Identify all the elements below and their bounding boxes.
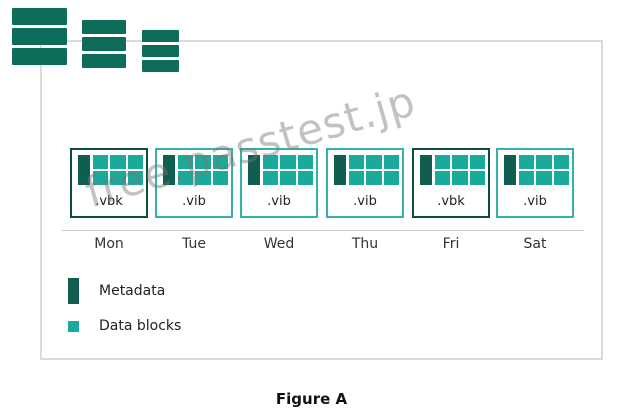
backup-file-extension: .vbk [437,194,465,209]
backup-file-wed: .vib [240,148,318,218]
metadata-block [163,155,175,185]
data-blocks-grid [349,155,399,185]
metadata-block [504,155,516,185]
backup-file-extension: .vib [267,194,291,209]
data-blocks-grid [93,155,143,185]
backup-file-fri: .vbk [412,148,490,218]
day-label-sat: Sat [523,236,547,252]
metadata-block [248,155,260,185]
legend-label-data-blocks: Data blocks [99,318,182,334]
day-label-tue: Tue [182,236,206,252]
legend-swatch-metadata [68,278,79,304]
timeline-axis [62,230,584,231]
backup-file-tue: .vib [155,148,233,218]
backup-file-mon: .vbk [70,148,148,218]
backup-file-extension: .vib [523,194,547,209]
backup-file-extension: .vib [182,194,206,209]
figure-caption: Figure A [275,390,348,408]
legend-label-metadata: Metadata [99,283,166,299]
day-label-fri: Fri [442,236,460,252]
backup-file-extension: .vib [353,194,377,209]
data-blocks-grid [178,155,228,185]
backup-file-extension: .vbk [95,194,123,209]
server-icon-medium [82,20,126,68]
legend-metadata: Metadata [68,278,165,304]
server-icon-large [12,8,67,65]
day-label-mon: Mon [94,236,124,252]
backup-file-sat: .vib [496,148,574,218]
data-blocks-grid [519,155,569,185]
data-blocks-grid [263,155,313,185]
backup-file-thu: .vib [326,148,404,218]
day-label-wed: Wed [263,236,295,252]
server-stack-icon [12,8,182,78]
metadata-block [334,155,346,185]
data-blocks-grid [435,155,485,185]
metadata-block [420,155,432,185]
legend-data-blocks: Data blocks [68,318,181,334]
day-label-thu: Thu [351,236,379,252]
metadata-block [78,155,90,185]
legend-swatch-data-blocks [68,320,79,332]
server-icon-small [142,30,179,72]
